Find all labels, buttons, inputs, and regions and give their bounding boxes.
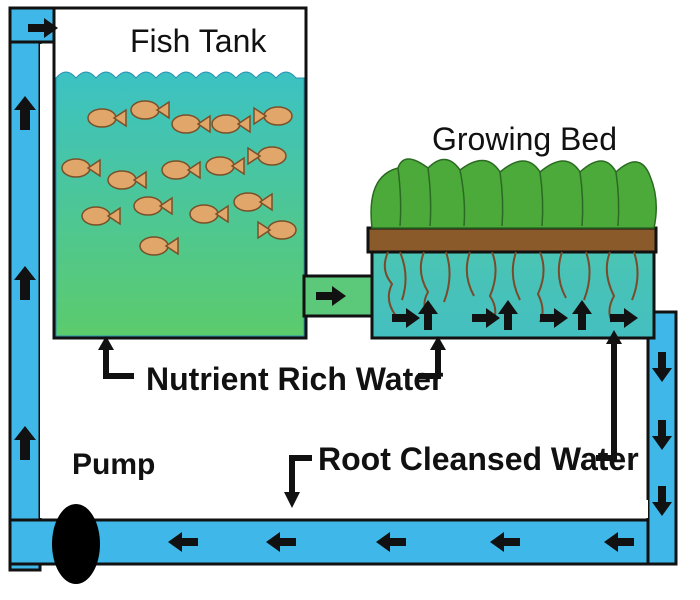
nutrient-water-label: Nutrient Rich Water — [146, 361, 444, 397]
callout-lines — [103, 338, 617, 496]
flow-arrows — [14, 18, 672, 552]
plants-group — [370, 158, 657, 229]
root-water-label: Root Cleansed Water — [318, 441, 639, 477]
pump-label: Pump — [72, 448, 155, 481]
fish-tank-label: Fish Tank — [130, 23, 267, 59]
return-pipe — [8, 6, 678, 572]
growing-bed — [366, 226, 658, 340]
fish-group — [61, 100, 297, 256]
growing-bed-label: Growing Bed — [432, 121, 617, 157]
callout-arrowheads — [98, 330, 622, 508]
pump-icon — [52, 504, 100, 584]
